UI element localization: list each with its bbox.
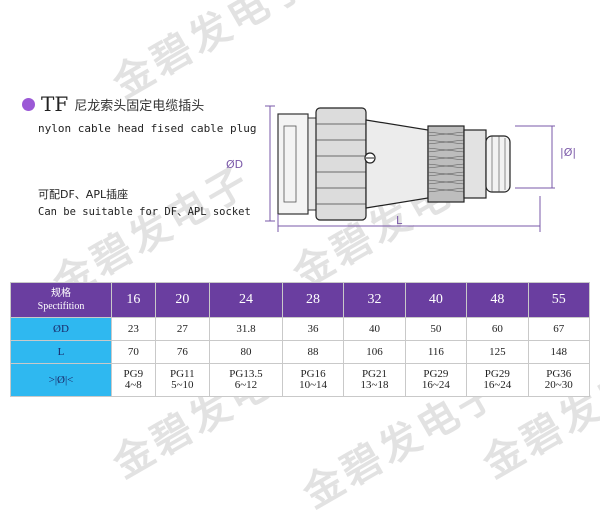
table-cell: 27	[154, 317, 211, 341]
row-label-l: L	[10, 340, 112, 364]
dim-label-cable: |Ø|	[560, 146, 576, 159]
table-cell: 36	[281, 317, 345, 341]
table-row: L 70 76 80 88 106 116 125 148	[10, 340, 591, 364]
table-cell: 67	[527, 317, 591, 341]
product-name-cn: 尼龙索头固定电缆插头	[74, 98, 205, 114]
plug-rear-body	[277, 113, 309, 215]
spec-table: 规格 Spectifition 16 20 24 28 32 40 48 55 …	[10, 282, 591, 397]
header-label-en: Spectifition	[37, 301, 85, 312]
row-label-cable: >|Ø|<	[10, 363, 112, 397]
size-header: 40	[404, 282, 468, 318]
size-header: 24	[209, 282, 283, 318]
dim-label-d: ØD	[226, 158, 243, 171]
table-cell: 88	[281, 340, 345, 364]
tapered-body	[365, 119, 429, 209]
table-cell: 116	[404, 340, 468, 364]
coupling-nut	[315, 107, 367, 221]
product-code: TF	[41, 92, 69, 116]
product-name-en: nylon cable head fised cable plug	[38, 122, 257, 135]
table-cell: 76	[154, 340, 211, 364]
table-header-row: 规格 Spectifition 16 20 24 28 32 40 48 55	[10, 282, 591, 318]
knurled-gland	[427, 125, 465, 203]
row-label-d: ØD	[10, 317, 112, 341]
compatibility-en: Can be suitable for DF、APL socket	[38, 206, 251, 218]
size-header: 28	[281, 282, 345, 318]
size-header: 48	[466, 282, 529, 318]
nylon-cable-head	[463, 129, 487, 199]
table-row: ØD 23 27 31.8 36 40 50 60 67	[10, 317, 591, 341]
table-cell: 23	[111, 317, 156, 341]
table-cell: 50	[404, 317, 468, 341]
table-cell: 125	[466, 340, 529, 364]
table-cell: 60	[466, 317, 529, 341]
compatibility-cn: 可配DF、APL插座	[38, 188, 129, 201]
bullet-dot-icon	[22, 97, 35, 111]
table-cell: 40	[343, 317, 406, 341]
table-cell: 148	[527, 340, 591, 364]
size-header: 55	[527, 282, 591, 318]
table-cell: 70	[111, 340, 156, 364]
header-label-cn: 规格	[51, 288, 71, 299]
connector-drawing: ØD |Ø| L	[226, 105, 576, 232]
size-header: 16	[111, 282, 156, 318]
size-header: 20	[154, 282, 211, 318]
table-cell: 80	[209, 340, 283, 364]
size-header: 32	[343, 282, 406, 318]
header-label-cell: 规格 Spectifition	[10, 282, 112, 318]
table-cell: 106	[343, 340, 406, 364]
table-cell: 31.8	[209, 317, 283, 341]
product-title: TF 尼龙索头固定电缆插头	[22, 92, 204, 116]
dim-label-l: L	[396, 214, 403, 227]
